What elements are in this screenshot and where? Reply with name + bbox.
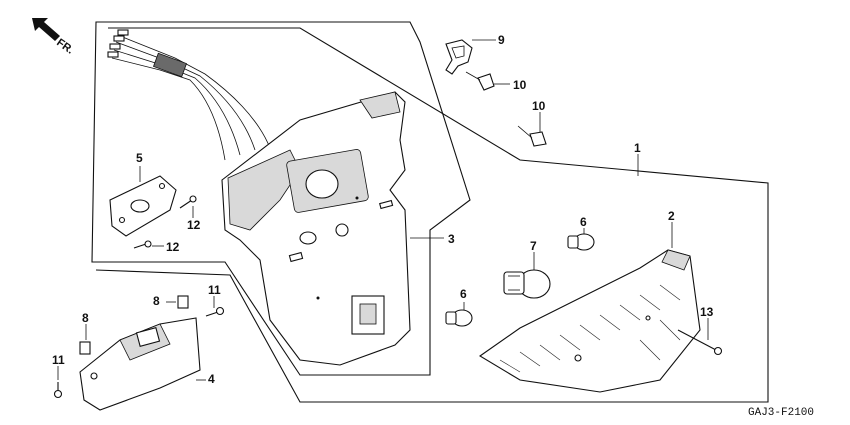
callout-5: 5 (136, 151, 143, 165)
part-2-tail-lens (478, 249, 701, 393)
part-13-screw (677, 329, 723, 356)
callout-10-lower: 10 (532, 99, 546, 113)
callout-1: 1 (634, 141, 641, 155)
direction-label: FR. (54, 37, 75, 57)
callout-11-right: 11 (208, 283, 221, 297)
callout-11-left: 11 (52, 353, 65, 367)
part-8-nut-right (177, 295, 189, 309)
callout-9: 9 (498, 33, 505, 47)
part-6-bulb-upper (567, 233, 595, 251)
part-3-license-bracket (221, 91, 411, 366)
part-10-bolt-lower (517, 125, 547, 147)
callout-8-right: 8 (153, 294, 160, 308)
callout-10-upper: 10 (513, 78, 527, 92)
part-8-nut-left (79, 341, 91, 355)
callout-13: 13 (700, 305, 714, 319)
callout-6-upper: 6 (580, 215, 587, 229)
figure-code: GAJ3-F2100 (748, 407, 814, 419)
part-12-screw-upper (179, 195, 197, 209)
part-5-plate (109, 175, 177, 237)
assembly-boundary-outer (91, 21, 471, 376)
lamp-assembly-boundary (95, 27, 769, 403)
callout-3: 3 (448, 232, 455, 246)
part-10-bolt-upper (465, 71, 495, 91)
part-11-bolt-left (53, 382, 63, 399)
callout-2: 2 (668, 209, 675, 223)
callout-12-lower: 12 (166, 240, 180, 254)
part-9-clip (445, 39, 473, 75)
part-7-bulb (503, 269, 551, 299)
callout-6-lower: 6 (460, 287, 467, 301)
callout-12-upper: 12 (187, 218, 201, 232)
wiring-harness (107, 29, 271, 161)
part-11-bolt-right (205, 306, 225, 317)
callout-8-left: 8 (82, 311, 89, 325)
part-4-cover (79, 317, 201, 411)
callout-7: 7 (530, 239, 537, 253)
callout-4: 4 (208, 372, 215, 386)
part-12-screw-lower (133, 240, 152, 249)
front-direction-arrow: FR. (32, 18, 76, 57)
part-6-bulb-lower (445, 309, 473, 327)
